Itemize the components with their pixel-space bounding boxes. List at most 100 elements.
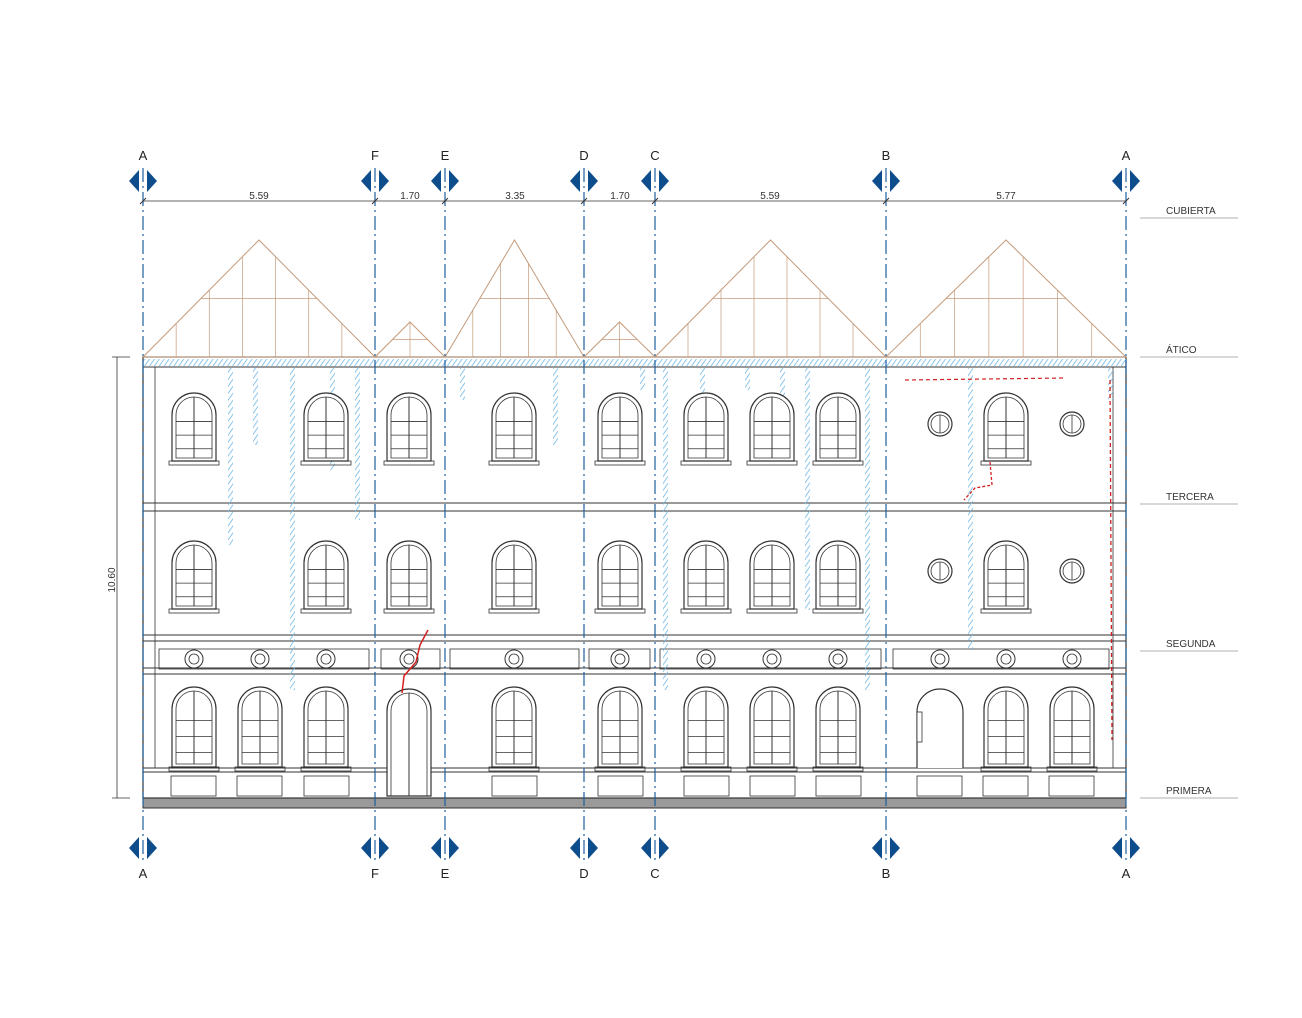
arched-door [1046,686,1098,772]
axis-marker-right [449,837,459,859]
frieze-rosette [399,649,419,669]
damage-hatch-drip [805,368,810,610]
window-inner [753,690,791,765]
frieze-rosette [316,649,336,669]
window-sill [980,766,1032,772]
frieze-rosette [828,649,848,669]
axis-label: A [1122,148,1131,163]
damage-hatch-drip [1108,368,1113,400]
axis-marker-right [659,837,669,859]
window-inner [307,544,345,607]
window-inner [601,544,639,607]
window-inner [307,690,345,765]
axis-label: A [139,148,148,163]
ground-slab [142,797,1127,809]
arched-window [680,392,732,466]
frieze-rosette [1062,649,1082,669]
plinth-panel [749,775,796,797]
dimension-labels: 5.59 1.70 3.35 1.70 5.59 5.77 [249,191,1016,202]
roof-gable [653,239,888,358]
crack-line-dashed [1109,379,1113,741]
frieze-rosette-inner [188,653,200,665]
window-sill [746,460,798,466]
axis-label: E [441,866,450,881]
frieze-rosette-inner [700,653,712,665]
geometry-layer [112,168,1140,862]
window-sill [300,608,352,614]
axis-label: D [579,866,588,881]
damage-hatch-strip [143,359,1126,366]
window-sill [680,460,732,466]
frieze-panel [588,648,651,670]
plinth-panel [236,775,283,797]
damage-hatch-drip [228,368,233,545]
axis-marker-right [588,170,598,192]
window-inner [987,396,1025,459]
window-inner [307,396,345,459]
axis-marker-right [147,170,157,192]
arched-window [488,392,540,466]
window-sill [168,766,220,772]
window-inner [819,544,857,607]
damage-hatch-drip [290,368,295,690]
dimension-tick [882,197,890,205]
window-inner [390,396,428,459]
damage-hatch-drip [968,368,973,650]
axis-marker-right [588,837,598,859]
arched-door [680,686,732,772]
window-inner [987,690,1025,765]
axis-label: D [579,148,588,163]
arched-window [594,540,646,614]
doorway-jamb [916,711,923,743]
crack-line [401,629,429,694]
roof-gable [373,321,447,358]
window-inner [601,396,639,459]
dimension-label: 5.59 [249,191,269,202]
arched-door [168,686,220,772]
arched-window [980,540,1032,614]
dimension-label: 3.35 [505,191,525,202]
level-label-primera: PRIMERA [1166,786,1212,797]
window-sill [980,460,1032,466]
axis-labels-bottom: A F E D C B A [139,866,1131,881]
arched-window [812,540,864,614]
roof-gable [444,239,585,358]
arched-window [168,540,220,614]
axis-marker-left [1112,837,1122,859]
plinth-panel [815,775,862,797]
level-lines [1140,217,1238,799]
window-sill [488,460,540,466]
frieze-rosette-inner [320,653,332,665]
plain-doorway [916,688,964,768]
height-dimension-label: 10.60 [107,567,118,592]
frieze-rosette [504,649,524,669]
roof-gable [582,321,657,358]
window-sill [594,766,646,772]
window-sill [383,608,435,614]
window-inner [495,690,533,765]
damage-hatch-drip [780,368,785,400]
frieze-rosette-inner [934,653,946,665]
dimension-label: 1.70 [610,191,630,202]
frieze-rosette-inner [614,653,626,665]
frieze-rosette-inner [403,653,415,665]
plinth-panel [491,775,538,797]
axis-label: F [371,866,379,881]
arched-window [383,540,435,614]
axis-marker-left [129,837,139,859]
frieze-rosette [250,649,270,669]
window-sill [680,766,732,772]
plinth-panel [597,775,644,797]
window-inner [687,544,725,607]
arched-window [383,392,435,466]
window-inner [819,396,857,459]
window-inner [687,690,725,765]
axis-marker-left [872,837,882,859]
arched-window [488,540,540,614]
arched-window [746,392,798,466]
frieze-panel [449,648,580,670]
arched-window [680,540,732,614]
window-inner [390,544,428,607]
